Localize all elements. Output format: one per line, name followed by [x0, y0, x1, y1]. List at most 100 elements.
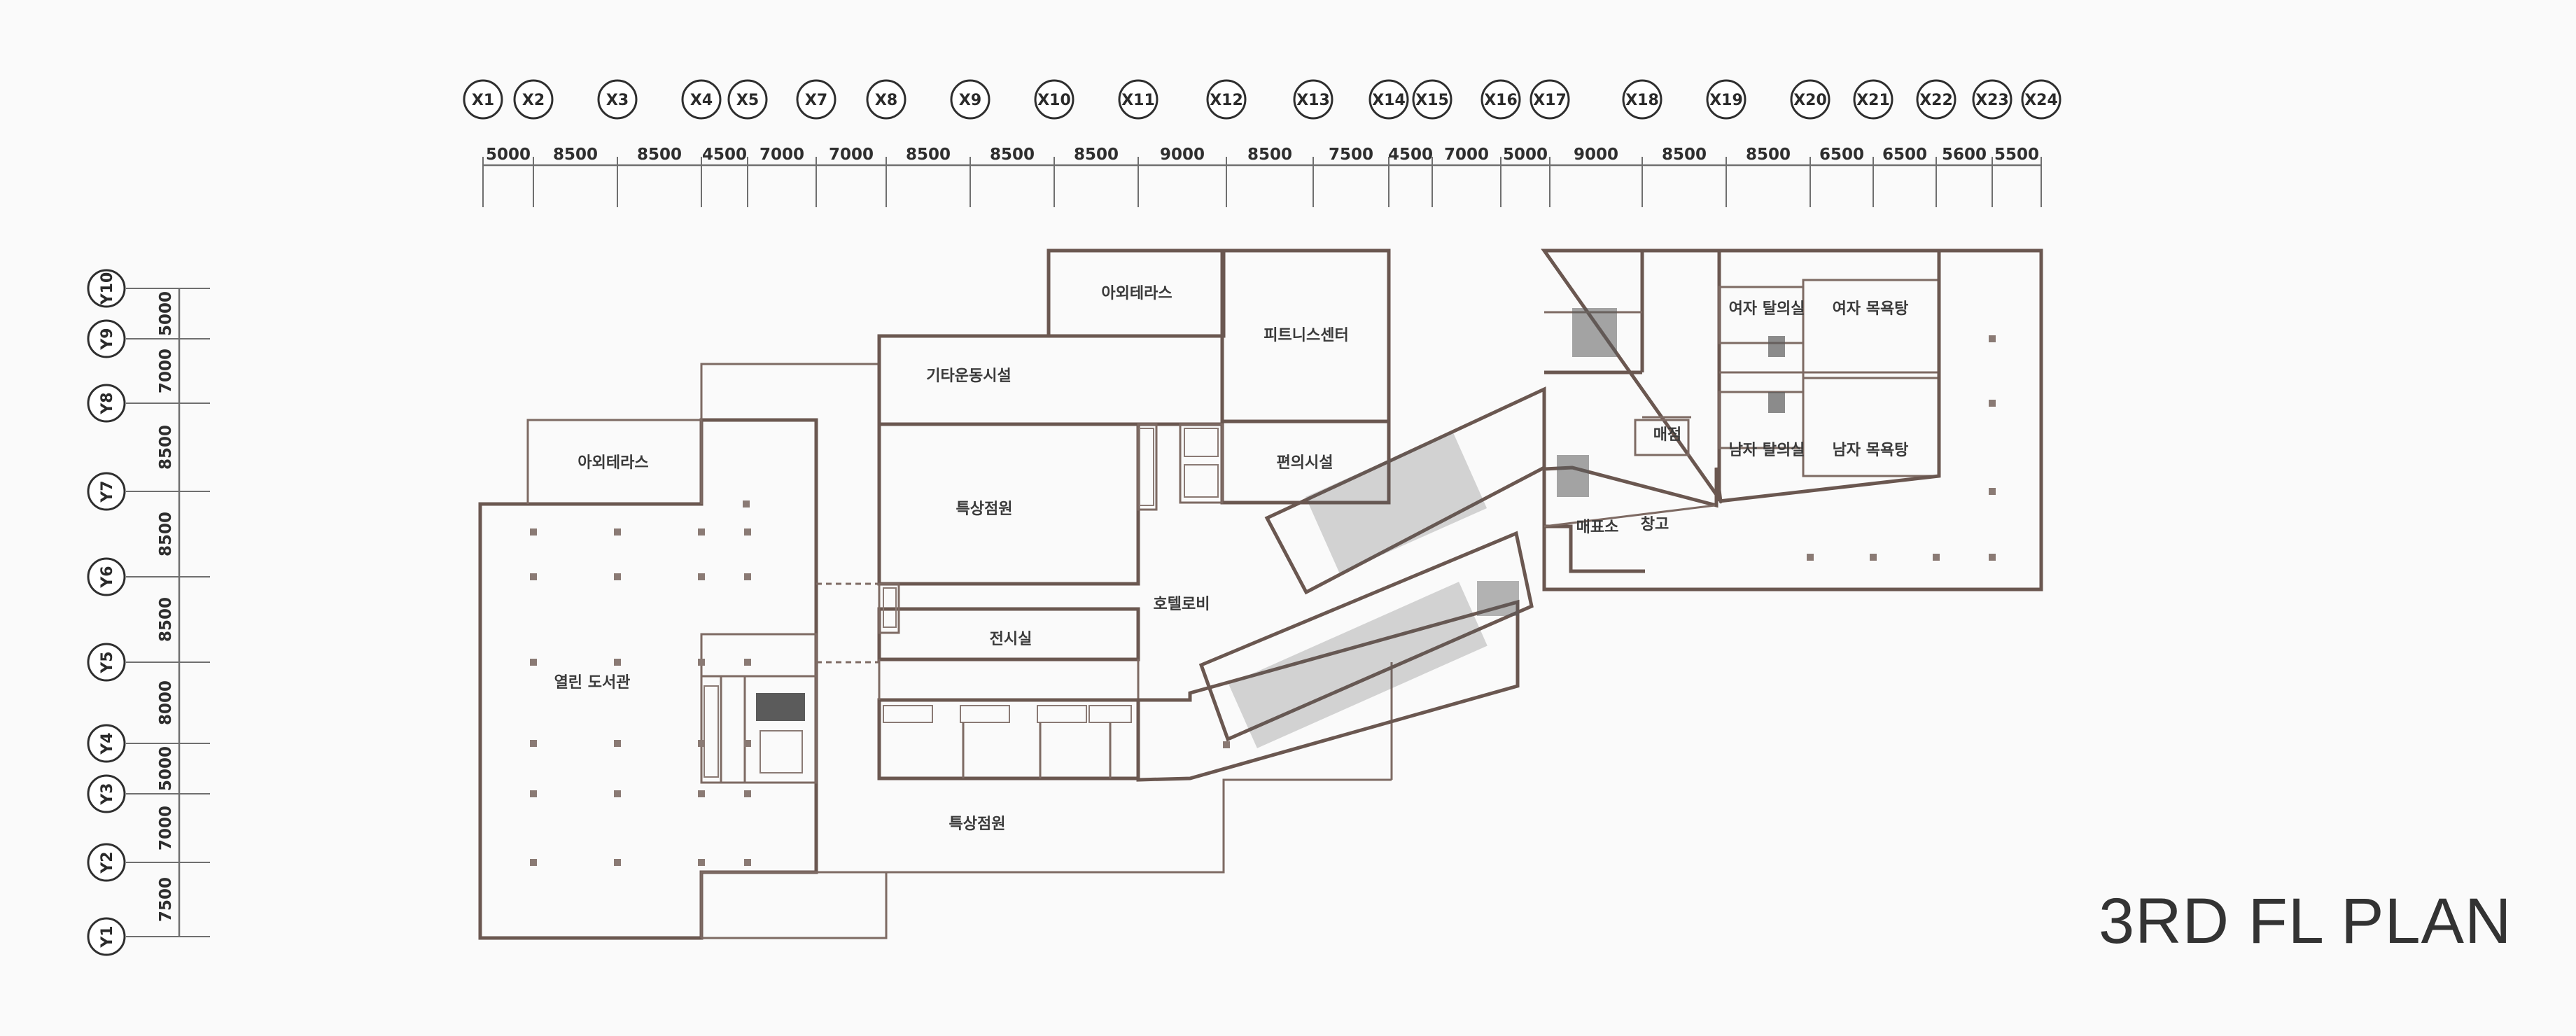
- room-label-exhibition: 전시실: [990, 631, 1032, 648]
- x-grid-label: X13: [1296, 92, 1330, 109]
- x-grid-label: X11: [1121, 92, 1155, 109]
- column: [614, 528, 621, 536]
- x-grid-bubble: [1412, 79, 1452, 120]
- column: [1870, 554, 1877, 561]
- room-labels: 아외테라스 피트니스센터 기타운동시설 아외테라스 특상점원 편의시설 전시실 …: [554, 285, 1909, 833]
- library-core: [700, 633, 818, 784]
- x-grid-bubble: [1706, 79, 1746, 120]
- column: [744, 790, 751, 797]
- x-grid-label: X3: [606, 92, 629, 109]
- y-grid-bubble: [87, 724, 126, 763]
- x-grid-label: X14: [1372, 92, 1406, 109]
- x-grid-dimension: 7000: [1444, 146, 1489, 164]
- column: [530, 528, 537, 536]
- x-grid-bubble: [950, 79, 990, 120]
- y-grid-label: Y6: [99, 566, 116, 588]
- x-grid-dimension: 5500: [1994, 146, 2039, 164]
- column: [530, 659, 537, 666]
- x-grid-label: X7: [805, 92, 827, 109]
- room-label-storage: 창고: [1641, 516, 1669, 533]
- y-grid-dimension: 8500: [157, 512, 175, 556]
- column: [614, 790, 621, 797]
- y-grid-bubble: [87, 472, 126, 511]
- column: [614, 659, 621, 666]
- room-label-other-facility: 기타운동시설: [926, 368, 1011, 385]
- spa-inner-step: [1542, 524, 1645, 589]
- column: [530, 573, 537, 580]
- x-grid-bubble: [1206, 79, 1247, 120]
- x-grid-dimension: 5000: [1503, 146, 1548, 164]
- column: [698, 528, 705, 536]
- y-grid-label: Y5: [99, 651, 116, 673]
- room-label-men-dressing: 남자 탈의실: [1729, 442, 1805, 459]
- x-grid-dimension: 5600: [1942, 146, 1987, 164]
- x-grid-dimension: 8500: [1662, 146, 1707, 164]
- y-grid-dimension: 8500: [157, 425, 175, 470]
- column: [1989, 554, 1996, 561]
- x-grid-bubble: [2021, 79, 2062, 120]
- x-grid-bubble: [796, 79, 836, 120]
- y-grid-bubble: [87, 917, 126, 956]
- lobby-diagonal-wing: [1136, 599, 1520, 782]
- x-grid-bubble: [1972, 79, 2012, 120]
- x-grid-bubble: [1293, 79, 1334, 120]
- x-grid-bubble: [1118, 79, 1158, 120]
- column: [698, 659, 705, 666]
- x-grid-dimension: 4500: [702, 146, 747, 164]
- room-label-office: 매점: [1653, 426, 1681, 444]
- x-grid-label: X15: [1415, 92, 1449, 109]
- x-grid-label: X9: [959, 92, 981, 109]
- page-title: 3RD FL PLAN: [2099, 886, 2512, 957]
- y-grid-label: Y3: [99, 783, 116, 805]
- x-grid-label: X24: [2024, 92, 2058, 109]
- x-grid-label: X2: [522, 92, 545, 109]
- column: [1223, 741, 1230, 748]
- y-grid-bubble: [87, 269, 126, 308]
- fixtures: [704, 308, 1785, 778]
- y-grid-label: Y9: [99, 328, 116, 350]
- x-grid-bubble: [1034, 79, 1074, 120]
- x-grid-bubble: [1530, 79, 1570, 120]
- bottom-outline: [700, 871, 886, 938]
- y-grid-bubble: [87, 557, 126, 596]
- bottom-outline-2: [701, 778, 1392, 939]
- upper-link-outline: [700, 336, 881, 420]
- column: [1989, 488, 1996, 495]
- x-grid-dimension: 9000: [1574, 146, 1618, 164]
- x-grid-label: X10: [1037, 92, 1071, 109]
- column: [698, 790, 705, 797]
- room-label-special-class-bottom: 특상점원: [949, 816, 1006, 833]
- x-grid-bubble: [727, 79, 768, 120]
- lower-diagonal-wing: [1198, 531, 1534, 742]
- column: [698, 859, 705, 866]
- column: [614, 859, 621, 866]
- x-grid-label: X12: [1210, 92, 1243, 109]
- x-grid-dimension: 8500: [1074, 146, 1119, 164]
- column: [1933, 554, 1940, 561]
- y-grid-dimension: 5000: [157, 746, 175, 791]
- column: [530, 740, 537, 747]
- room-label-outdoor-terrace-left: 아외테라스: [578, 454, 648, 472]
- column: [614, 573, 621, 580]
- x-grid-dimension: 8500: [553, 146, 598, 164]
- x-grid-dimension: 8500: [990, 146, 1035, 164]
- y-grid-bubble: [87, 774, 126, 813]
- x-grid-bubble: [681, 79, 722, 120]
- column: [1989, 400, 1996, 407]
- x-grid-bubble: [597, 79, 638, 120]
- x-grid-dimension: 8500: [637, 146, 682, 164]
- y-grid-bubble: [87, 643, 126, 682]
- x-grid-bubble: [1853, 79, 1893, 120]
- x-grid-label: X22: [1919, 92, 1953, 109]
- y-grid-label: Y7: [99, 480, 116, 503]
- column: [530, 859, 537, 866]
- x-grid-dimension: 6500: [1882, 146, 1927, 164]
- x-grid-dimension: 8500: [906, 146, 951, 164]
- x-grid-label: X23: [1975, 92, 2009, 109]
- room-label-library: 열린 도서관: [554, 674, 631, 692]
- x-grid-dimension: 8500: [1247, 146, 1292, 164]
- y-grid-dimension: 7500: [157, 877, 175, 922]
